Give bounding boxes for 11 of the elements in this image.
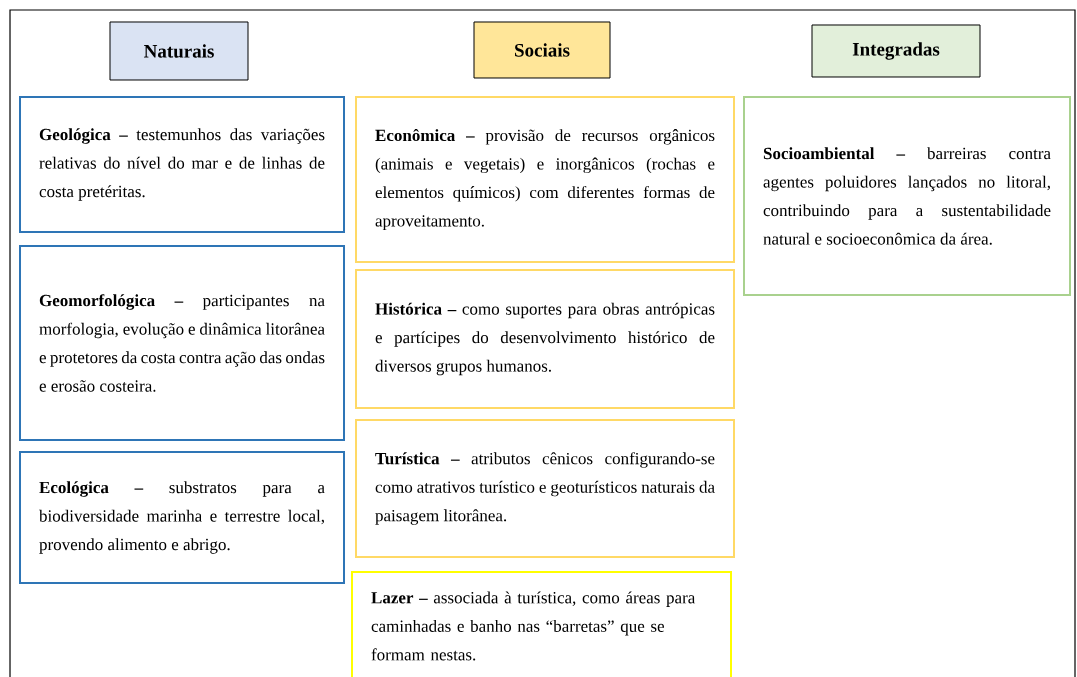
category-header: Sociais [473, 21, 611, 79]
description-box: Ecológica – substratos para a biodiversidade marinha e terrestre local, provendo alimento e abrigo. [19, 451, 345, 584]
description-box: Geomorfológica – participantes na morfologia, evolução e dinâmica litorânea e protetores da costa contra ação das ondas e erosão costeira. [19, 245, 345, 441]
description-box: Econômica – provisão de recursos orgânicos (animais e vegetais) e inorgânicos (rochas e elementos químicos) com diferentes formas de aproveitamento. [355, 96, 735, 263]
description-box: Geológica – testemunhos das variações relativas do nível do mar e de linhas de costa pretéritas. [19, 96, 345, 233]
category-header: Integradas [811, 24, 981, 78]
description-box: Lazer – associada à turística, como áreas para caminhadas e banho nas “barretas” que se formam nestas. [351, 571, 732, 677]
description-box: Turística – atributos cênicos configurando-se como atrativos turístico e geoturísticos naturais da paisagem litorânea. [355, 419, 735, 558]
description-box: Socioambiental – barreiras contra agentes poluidores lançados no litoral, contribuindo para a sustentabilidade natural e socioeconômica da área. [743, 96, 1071, 296]
description-box: Histórica – como suportes para obras antrópicas e partícipes do desenvolvimento histórico de diversos grupos humanos. [355, 269, 735, 409]
category-header: Naturais [109, 21, 249, 81]
